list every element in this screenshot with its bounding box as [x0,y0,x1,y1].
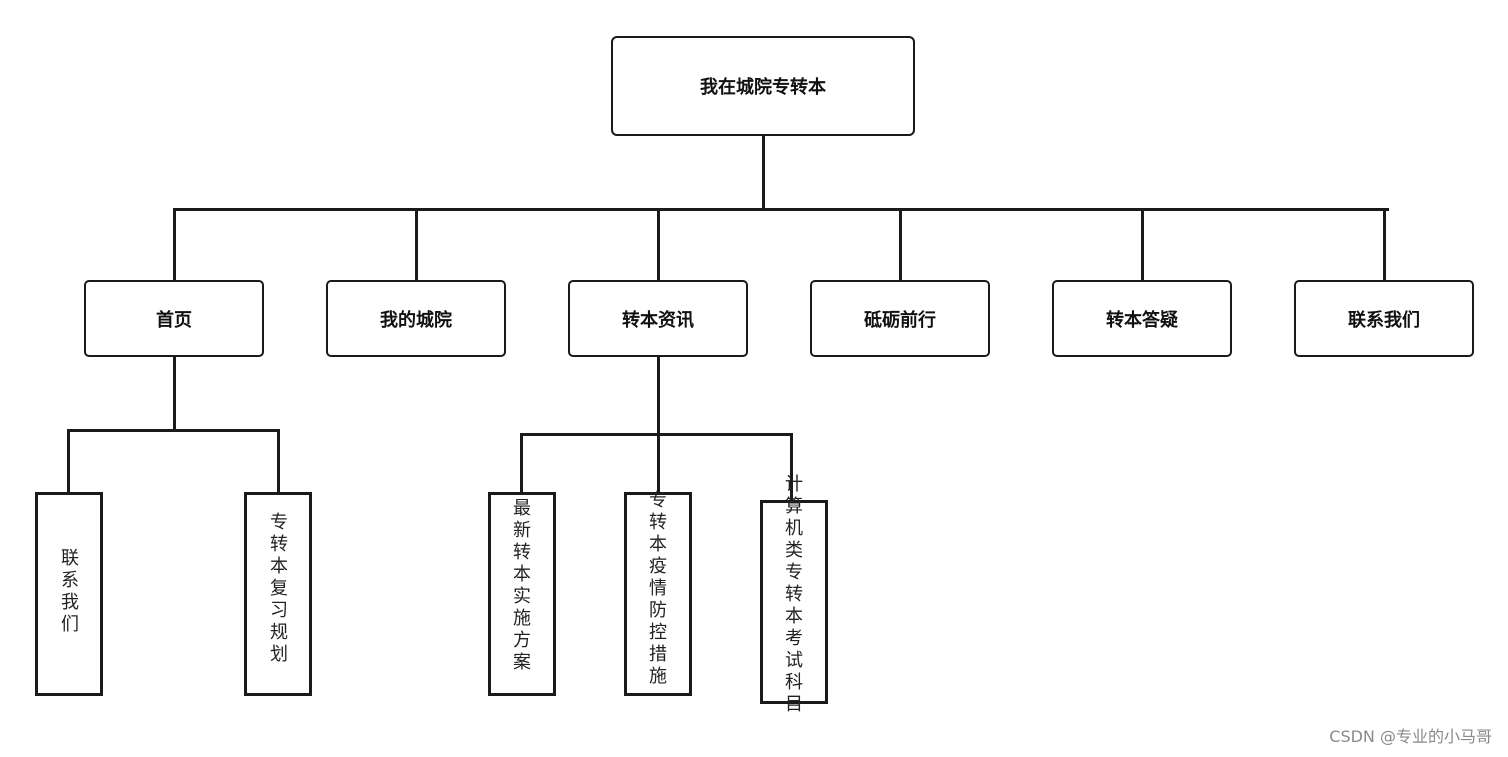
news-bus-line [520,433,793,436]
node-home-label: 首页 [156,309,192,331]
home-drop-line-1 [67,429,70,494]
node-qa-label: 转本答疑 [1106,309,1178,331]
leaf-news-implementation-plan [488,492,556,696]
node-striving-label: 砥砺前行 [864,309,936,331]
node-qa: 转本答疑 [1052,280,1232,357]
node-news: 转本资讯 [568,280,748,357]
leaf-home-contact-label: 联系我们 [61,548,79,635]
leaf-news-cs-exam-subjects [760,500,828,704]
watermark-text: CSDN @专业的小马哥 [1329,727,1492,746]
leaf-news-epidemic-measures-label: 专转本疫情防控措施 [649,490,667,687]
news-stem-line [657,355,660,494]
node-my-campus: 我的城院 [326,280,506,357]
branch-line-news [657,208,660,282]
news-drop-line-2 [657,433,660,494]
node-news-label: 转本资讯 [622,309,694,331]
branch-line-home [173,208,176,282]
node-striving: 砥砺前行 [810,280,990,357]
node-my-campus-label: 我的城院 [380,309,452,331]
home-bus-line [67,429,280,432]
leaf-news-implementation-plan-label: 最新转本实施方案 [513,498,531,673]
leaf-home-contact [35,492,103,696]
home-drop-line-2 [277,429,280,494]
node-home: 首页 [84,280,264,357]
level1-bus-line [173,208,1389,211]
news-drop-line-1 [520,433,523,494]
root-node: 我在城院专转本 [611,36,915,136]
leaf-news-cs-exam-subjects-label: 计算机类专转本考试科目 [785,474,803,715]
news-drop-line-3 [790,433,793,502]
node-contact-label: 联系我们 [1348,309,1420,331]
leaf-news-epidemic-measures [624,492,692,696]
branch-line-my-campus [415,208,418,282]
branch-line-qa [1141,208,1144,282]
home-stem-line [173,355,176,431]
node-contact: 联系我们 [1294,280,1474,357]
leaf-home-review-plan [244,492,312,696]
leaf-home-review-plan-label: 专转本复习规划 [270,512,288,665]
root-stem-line [762,134,765,210]
branch-line-contact [1383,208,1386,282]
root-node-label: 我在城院专转本 [700,77,826,98]
branch-line-striving [899,208,902,282]
